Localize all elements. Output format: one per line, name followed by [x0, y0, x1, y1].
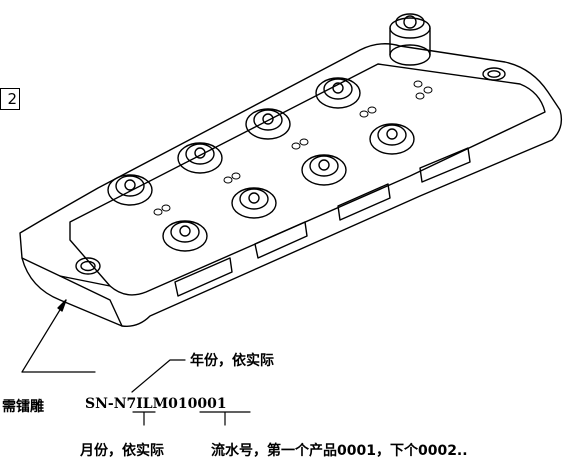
status-leds [153, 80, 433, 216]
serial-number: SN-N7ILM010001 [85, 396, 227, 412]
front-bevel [59, 275, 111, 287]
front-face-line [21, 257, 123, 327]
month-label: 月份，依实际 [80, 443, 164, 459]
right-mount-hole [482, 67, 506, 81]
month-bracket [132, 411, 156, 426]
figure-number: 2 [0, 88, 20, 110]
sequence-label: 流水号，第一个产品0001，下个0002.. [211, 443, 468, 459]
year-label: 年份，依实际 [190, 353, 274, 369]
year-leader [131, 359, 186, 393]
serial-prefix-label: 需镭雕 [2, 399, 44, 415]
housing-outline [19, 43, 563, 327]
m12-ports [107, 77, 415, 252]
leader-line [21, 299, 67, 373]
power-connector [389, 13, 431, 66]
top-face-edge [69, 63, 546, 296]
left-mount-hole [75, 257, 101, 275]
label-window [174, 147, 471, 297]
sequence-bracket [199, 411, 251, 426]
